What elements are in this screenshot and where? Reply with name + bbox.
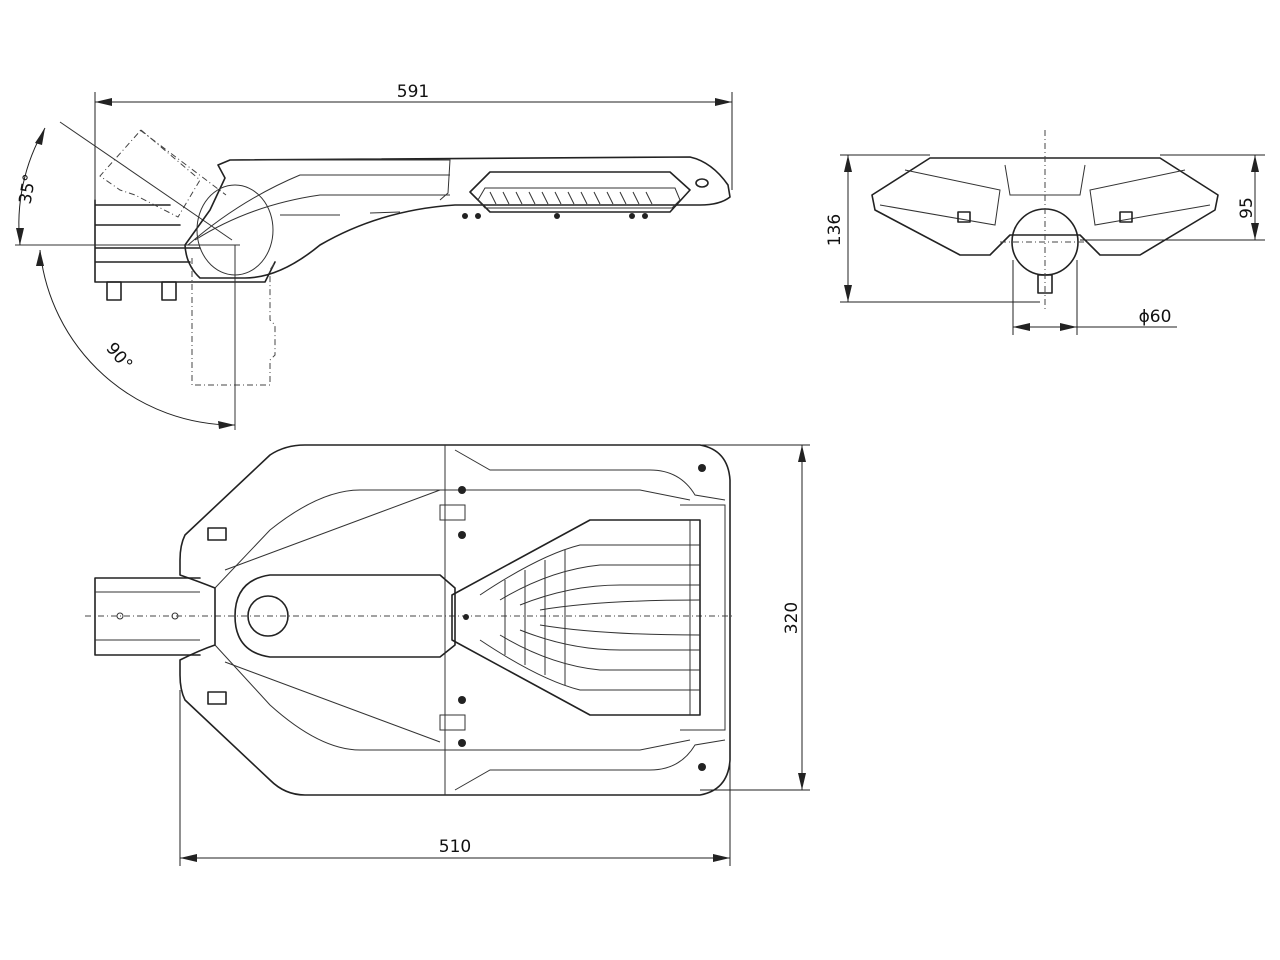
top-view: 320 510 — [85, 444, 810, 866]
dimension-label-510: 510 — [439, 837, 471, 857]
dimension-label-phi60: ϕ60 — [1139, 307, 1172, 327]
angle-label-90: 90° — [101, 339, 136, 375]
dimension-label-591: 591 — [397, 82, 429, 102]
angle-label-35: 35° — [16, 173, 41, 206]
dimension-label-320: 320 — [782, 602, 802, 634]
side-view: 591 35° 90° — [15, 82, 733, 430]
dimension-label-95: 95 — [1237, 197, 1257, 219]
front-view: 136 95 ϕ60 — [825, 130, 1265, 335]
dimension-label-136: 136 — [825, 214, 845, 246]
